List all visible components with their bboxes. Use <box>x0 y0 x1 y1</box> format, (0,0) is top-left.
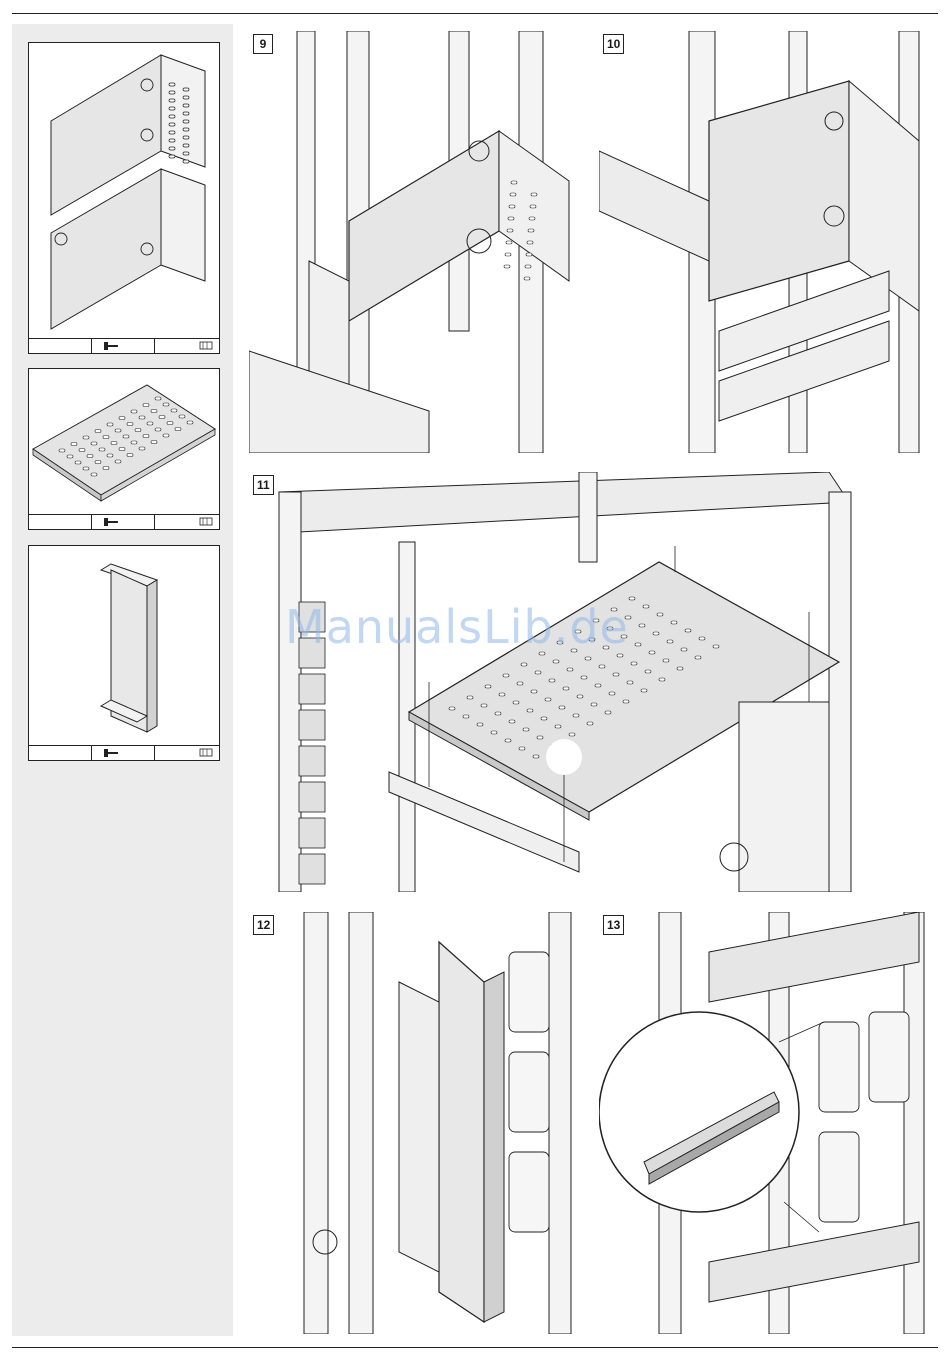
part-card-mounting-plate <box>28 368 220 530</box>
hex-key-icon <box>155 515 219 529</box>
step-number-12: 12 <box>253 915 274 935</box>
screw-icon <box>92 746 155 760</box>
step-number-13: 13 <box>603 915 624 935</box>
step-13-panel: 13 <box>599 912 929 1334</box>
top-rule <box>12 13 938 14</box>
part-card-bracket-set <box>28 42 220 354</box>
step-number-11: 11 <box>253 475 274 495</box>
bottom-rule <box>12 1347 938 1348</box>
screw-icon <box>92 515 155 529</box>
hex-key-icon <box>155 746 219 760</box>
step-12-panel: 12 <box>249 912 579 1334</box>
watermark: ManualsLib.de <box>285 600 629 654</box>
u-profile-footer <box>29 745 219 760</box>
step-10-panel: 10 <box>599 31 929 453</box>
bracket-set-illustration <box>29 43 219 339</box>
bracket-set-footer <box>29 338 219 353</box>
hex-key-icon <box>155 339 219 353</box>
u-profile-illustration <box>29 546 219 746</box>
mounting-plate-illustration <box>29 369 219 515</box>
part-card-u-profile <box>28 545 220 761</box>
mounting-plate-footer <box>29 514 219 529</box>
step-11-panel: 11 <box>249 472 869 892</box>
step-9-panel: 9 <box>249 31 579 453</box>
step-number-10: 10 <box>603 34 624 54</box>
step-number-9: 9 <box>253 34 273 54</box>
screw-icon <box>92 339 155 353</box>
